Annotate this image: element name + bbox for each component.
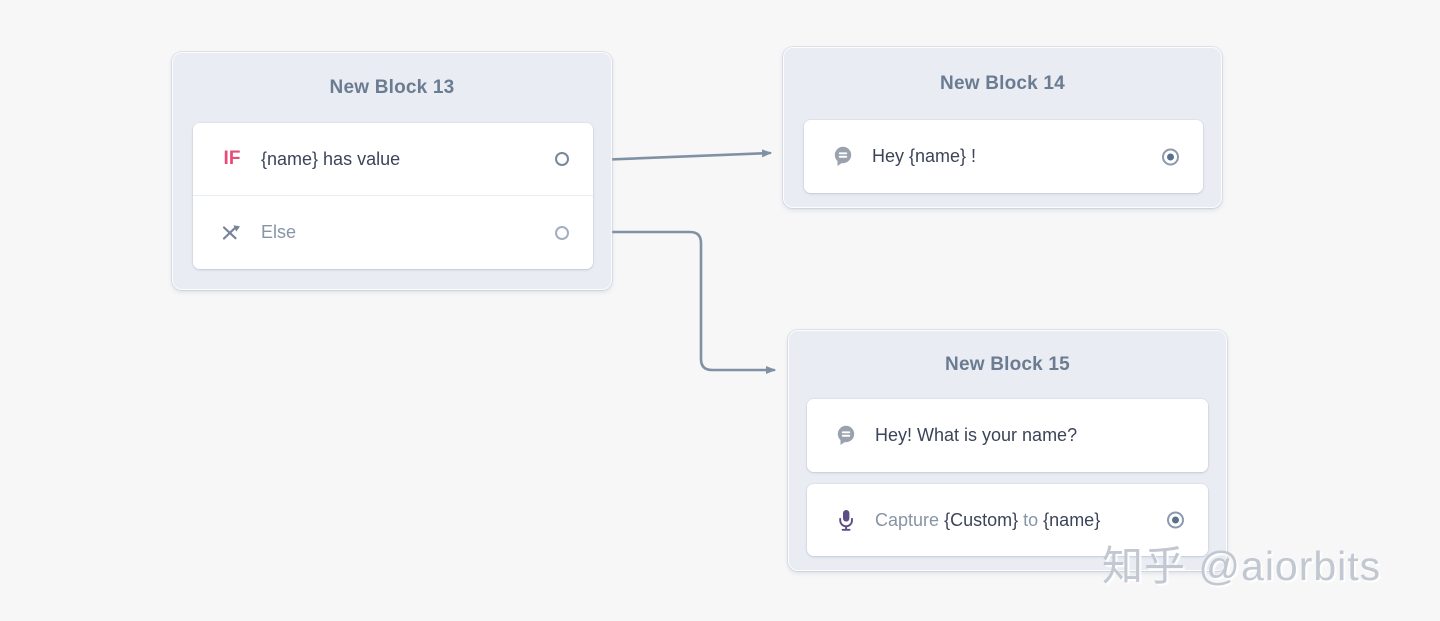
block-title[interactable]: New Block 15 xyxy=(945,354,1070,375)
step-row-speak[interactable]: Hey {name} ! xyxy=(804,120,1203,193)
flow-block-13[interactable]: New Block 13 IF {name} has value Else xyxy=(172,52,612,290)
speak-text: Hey {name} ! xyxy=(872,146,977,166)
speak-text: Hey! What is your name? xyxy=(875,425,1078,445)
if-condition-text: {name} has value xyxy=(261,148,401,169)
step-row-speak[interactable]: Hey! What is your name? xyxy=(807,399,1208,472)
output-port-connected[interactable] xyxy=(1162,148,1179,165)
output-port-connected[interactable] xyxy=(1167,511,1184,529)
microphone-icon xyxy=(834,509,858,532)
step-row-if-condition[interactable]: IF {name} has value xyxy=(193,123,593,196)
step-row-capture[interactable]: Capture {Custom} to {name} xyxy=(807,484,1208,556)
flow-block-14[interactable]: New Block 14 Hey {name} ! xyxy=(783,47,1222,208)
speak-bubble-icon xyxy=(834,424,858,447)
block-13-card: IF {name} has value Else xyxy=(193,123,593,269)
step-row-else[interactable]: Else xyxy=(193,196,593,269)
else-text: Else xyxy=(261,222,297,242)
capture-label: Capture xyxy=(875,509,940,530)
output-port-if[interactable] xyxy=(555,152,569,166)
speak-bubble-icon xyxy=(831,145,855,168)
card-gap xyxy=(789,472,1226,484)
shuffle-icon xyxy=(220,223,244,242)
connector-if-to-block14[interactable] xyxy=(595,149,772,162)
block-title[interactable]: New Block 13 xyxy=(329,77,455,98)
block-title[interactable]: New Block 14 xyxy=(940,73,1065,94)
capture-text: Capture {Custom} to {name} xyxy=(875,510,1100,531)
block-14-card: Hey {name} ! xyxy=(804,120,1203,193)
block-15-speak-card: Hey! What is your name? xyxy=(807,399,1208,472)
connector-else-to-block15[interactable] xyxy=(595,230,776,374)
capture-target-variable: {name} xyxy=(1043,509,1101,530)
flow-block-15[interactable]: New Block 15 Hey! What is your name? xyxy=(788,330,1227,571)
capture-source-variable: {Custom} xyxy=(944,509,1019,530)
if-keyword: IF xyxy=(223,148,241,169)
block-15-capture-card: Capture {Custom} to {name} xyxy=(807,484,1208,556)
capture-to-label: to xyxy=(1023,509,1039,530)
output-port-else[interactable] xyxy=(555,225,569,240)
